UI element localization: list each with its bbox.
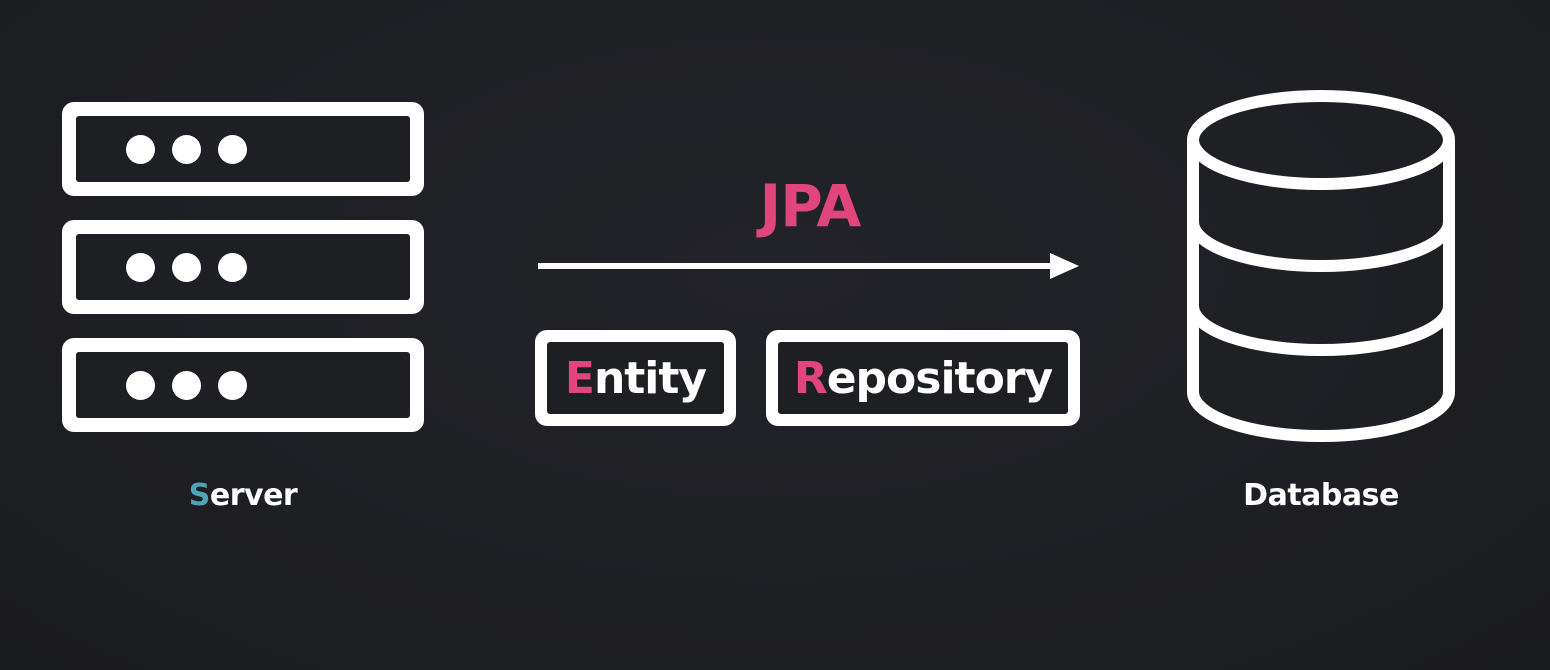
repository-initial: R bbox=[793, 352, 828, 404]
database-ring-2 bbox=[1187, 305, 1455, 356]
server-rack-3 bbox=[62, 338, 424, 432]
database-icon bbox=[1187, 90, 1455, 442]
entity-rest: ntity bbox=[593, 352, 707, 404]
server-rack-3-dot-3 bbox=[218, 370, 247, 400]
database-label: Database bbox=[1243, 478, 1399, 513]
server-rack-1 bbox=[62, 102, 424, 196]
server-rack-1-dot-1 bbox=[126, 134, 155, 164]
database-ring-1 bbox=[1187, 221, 1455, 272]
server-rack-2 bbox=[62, 220, 424, 314]
server-rack-3-dot-2 bbox=[172, 370, 201, 400]
server-icon bbox=[62, 102, 424, 432]
server-label-initial: S bbox=[188, 478, 211, 513]
arrow-right-icon bbox=[538, 253, 1079, 279]
database-body bbox=[1187, 140, 1455, 442]
server-rack-1-dot-3 bbox=[218, 134, 247, 164]
repository-rest: epository bbox=[826, 352, 1053, 404]
server-label-rest: erver bbox=[209, 478, 298, 513]
server-rack-3-dot-1 bbox=[126, 370, 155, 400]
server-rack-2-dot-1 bbox=[126, 252, 155, 282]
database-top-ellipse bbox=[1187, 90, 1455, 190]
server-label: Server bbox=[62, 478, 424, 513]
server-rack-2-dot-3 bbox=[218, 252, 247, 282]
arrow-head bbox=[1050, 253, 1079, 279]
jpa-label: JPA bbox=[759, 172, 862, 240]
server-rack-1-dot-2 bbox=[172, 134, 201, 164]
entity-initial: E bbox=[564, 352, 595, 404]
server-rack-2-dot-2 bbox=[172, 252, 201, 282]
